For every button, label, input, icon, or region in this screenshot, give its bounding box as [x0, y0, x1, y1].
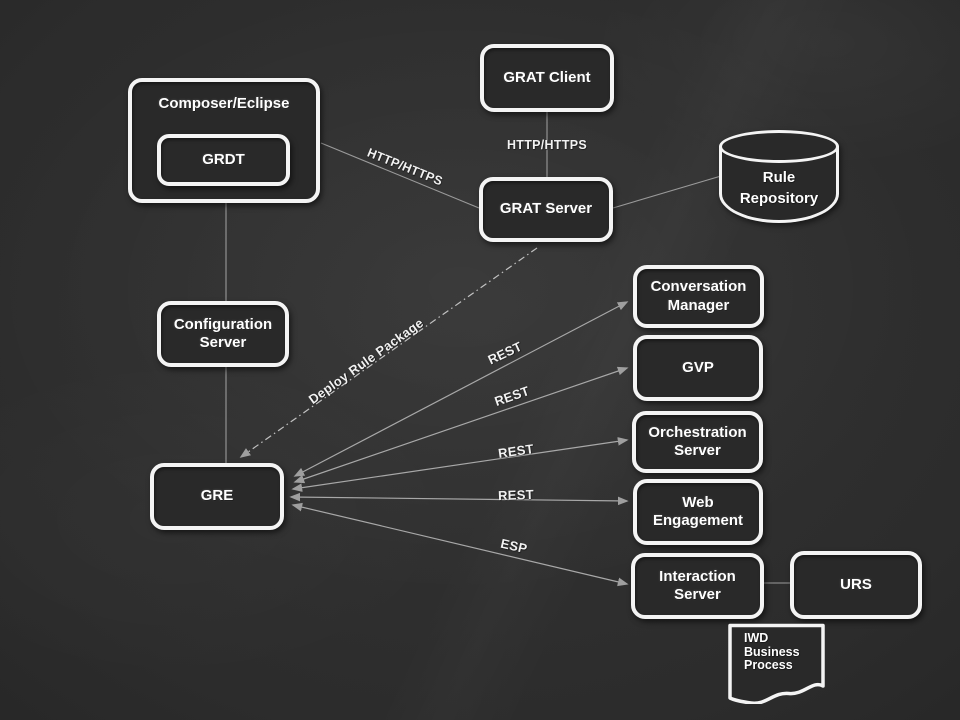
edge-gratserver-rulerepository — [612, 175, 722, 209]
cylinder-top — [719, 130, 839, 163]
node-composer-eclipse-label: Composer/Eclipse — [158, 95, 290, 112]
node-interaction-server-label: Interaction Server — [659, 567, 736, 603]
node-urs-label: URS — [840, 575, 872, 593]
node-iwd-business-process: IWD Business Process — [727, 623, 826, 704]
edge-gre-orchestrationserver — [291, 437, 629, 492]
edge-label-http-client: HTTP/HTTPS — [506, 138, 588, 152]
node-web-engagement-label: Web Engagement — [652, 493, 743, 529]
node-rule-repository: Rule Repository — [719, 130, 839, 223]
node-gvp: GVP — [633, 335, 763, 401]
node-rule-repository-label: Rule Repository — [739, 169, 819, 207]
node-grat-server-label: GRAT Server — [499, 200, 593, 218]
document-shape-icon — [728, 623, 825, 704]
node-orchestration-server: Orchestration Server — [632, 411, 763, 473]
node-grat-server: GRAT Server — [479, 177, 613, 242]
node-grdt: GRDT — [157, 134, 290, 186]
node-urs: URS — [790, 551, 922, 619]
node-gvp-label: GVP — [682, 358, 714, 376]
node-interaction-server: Interaction Server — [631, 553, 764, 619]
node-gre: GRE — [150, 463, 284, 530]
node-conversation-manager: Conversation Manager — [633, 265, 764, 328]
node-orchestration-server-label: Orchestration Server — [648, 423, 747, 459]
node-configuration-server-label: Configuration Server — [173, 315, 273, 351]
node-grat-client-label: GRAT Client — [503, 68, 591, 86]
node-iwd-business-process-label: IWD Business Process — [744, 631, 800, 672]
node-composer-eclipse: Composer/Eclipse GRDT — [128, 78, 320, 203]
edge-label-rest-web: REST — [497, 486, 535, 504]
edge-gre-conversationmanager — [293, 301, 629, 477]
node-gre-label: GRE — [200, 487, 234, 505]
node-conversation-manager-label: Conversation Manager — [650, 278, 747, 314]
edge-composer-gratserver — [320, 142, 480, 209]
node-grdt-label: GRDT — [202, 150, 245, 168]
node-configuration-server: Configuration Server — [157, 301, 289, 367]
edge-gre-webengagement — [289, 492, 629, 506]
node-grat-client: GRAT Client — [480, 44, 614, 112]
node-web-engagement: Web Engagement — [633, 479, 763, 545]
edge-gre-interactionserver — [291, 502, 629, 587]
